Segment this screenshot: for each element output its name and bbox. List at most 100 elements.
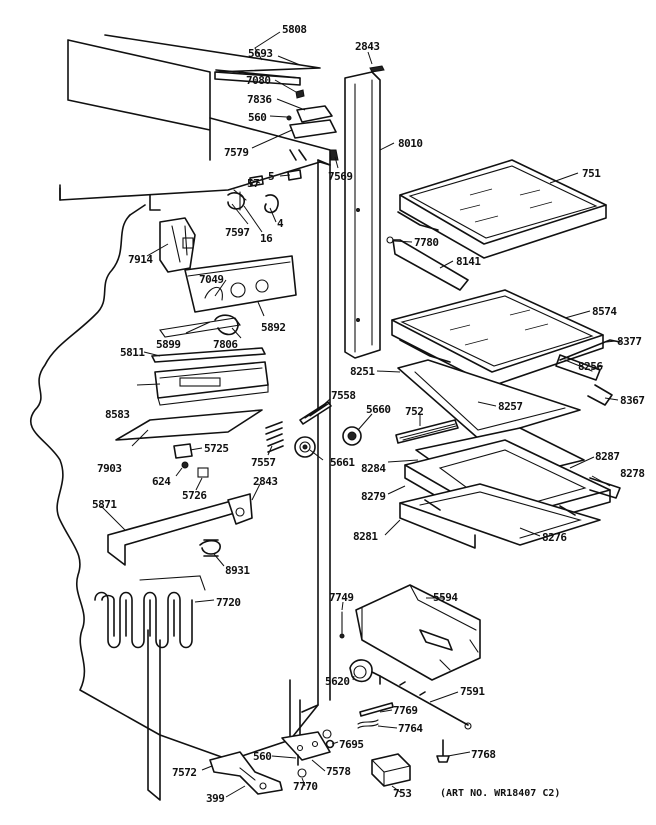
part-7049-control-panel [159,255,297,338]
part-7557-spring [265,421,284,453]
label-7769: 7769 [393,704,418,717]
label-8256: 8256 [578,360,603,373]
label-57: 57 [247,177,259,190]
label-7578: 7578 [326,765,351,778]
fresh-food-cabinet-liner [29,34,331,801]
part-8583-housing-bar [154,361,269,406]
label-5725: 5725 [204,442,229,455]
label-7579: 7579 [224,146,249,159]
part-5620-motor [349,659,381,685]
label-8279: 8279 [361,490,386,503]
part-8276-8281-drawer-slide [399,483,601,549]
label-7764: 7764 [398,722,423,735]
label-7749: 7749 [329,591,354,604]
label-8287: 8287 [595,450,620,463]
label-560-b: 560 [253,750,271,763]
label-7569: 7569 [328,170,353,183]
part-5811-trim [151,347,266,363]
label-8931: 8931 [225,564,250,577]
part-5594-drawer-housing [355,584,481,681]
part-7903-lens [115,409,263,441]
art-number-caption: (ART NO. WR18407 C2) [440,788,560,799]
label-624: 624 [152,475,171,488]
label-5811: 5811 [120,346,145,359]
part-7769-bolt [359,702,394,717]
part-8931-spring [199,539,221,557]
label-16: 16 [260,232,273,245]
label-8278: 8278 [620,467,645,480]
part-7572-hinge [209,751,283,795]
label-5871: 5871 [92,498,117,511]
label-5661: 5661 [330,456,355,469]
label-7914: 7914 [128,253,153,266]
label-7770: 7770 [293,780,318,793]
part-7558-rod [299,401,332,425]
label-7558: 7558 [331,389,356,402]
label-5594: 5594 [433,591,458,604]
label-2843-b: 2843 [253,475,278,488]
label-5808: 5808 [282,23,307,36]
small-top-brackets [286,89,339,161]
label-5660: 5660 [366,403,391,416]
label-8010: 8010 [398,137,423,150]
part-753-block [371,753,411,787]
label-7080: 7080 [246,74,271,87]
part-5660-gear [342,426,362,446]
label-7903: 7903 [97,462,122,475]
part-7914-housing [159,217,196,273]
label-7720: 7720 [216,596,241,609]
label-5726: 5726 [182,489,207,502]
part-752-shelf-trim [395,419,459,444]
part-7720-heater [94,575,206,649]
label-8251: 8251 [350,365,375,378]
part-7591-rod [379,675,472,730]
label-8281: 8281 [353,530,378,543]
part-7764-spring [357,719,379,729]
part-7768-screw [436,739,450,763]
part-2843-clip [369,65,385,73]
label-8284: 8284 [361,462,386,475]
part-7749-pin [339,611,345,639]
label-7049: 7049 [199,273,224,286]
label-5892: 5892 [261,321,286,334]
label-7597: 7597 [225,226,250,239]
label-7836: 7836 [247,93,272,106]
label-7572: 7572 [172,766,197,779]
part-7578-bracket [281,731,331,761]
liner-clips [227,169,302,214]
label-399: 399 [206,792,224,805]
label-8367: 8367 [620,394,645,407]
label-7780: 7780 [414,236,439,249]
label-7695: 7695 [339,738,364,751]
leader-lines [100,31,619,798]
label-7557: 7557 [251,456,276,469]
part-5661-gear [294,436,316,458]
label-7768: 7768 [471,748,496,761]
label-7806: 7806 [213,338,238,351]
label-560: 560 [248,111,266,124]
label-8583: 8583 [105,408,130,421]
label-8574: 8574 [592,305,617,318]
label-7591: 7591 [460,685,485,698]
part-8010-mullion [344,71,381,359]
small-electrical-parts [173,443,209,478]
label-5620: 5620 [325,675,350,688]
part-labels: 5808 5693 2843 7080 7836 560 7579 8010 7… [92,23,645,805]
label-5899: 5899 [156,338,181,351]
label-752: 752 [405,405,423,418]
label-8276: 8276 [542,531,567,544]
part-5808-top-trim [214,71,301,86]
label-2843: 2843 [355,40,380,53]
label-8257: 8257 [498,400,523,413]
part-5871-channel [107,493,253,566]
part-8251-shelf-frame [397,354,613,441]
part-8141-shelf-support [386,236,469,291]
label-5693: 5693 [248,47,273,60]
label-751: 751 [582,167,601,180]
part-7770-washer [297,768,307,778]
label-4: 4 [277,217,284,230]
label-8377: 8377 [617,335,642,348]
label-8141: 8141 [456,255,481,268]
label-753: 753 [393,787,411,800]
